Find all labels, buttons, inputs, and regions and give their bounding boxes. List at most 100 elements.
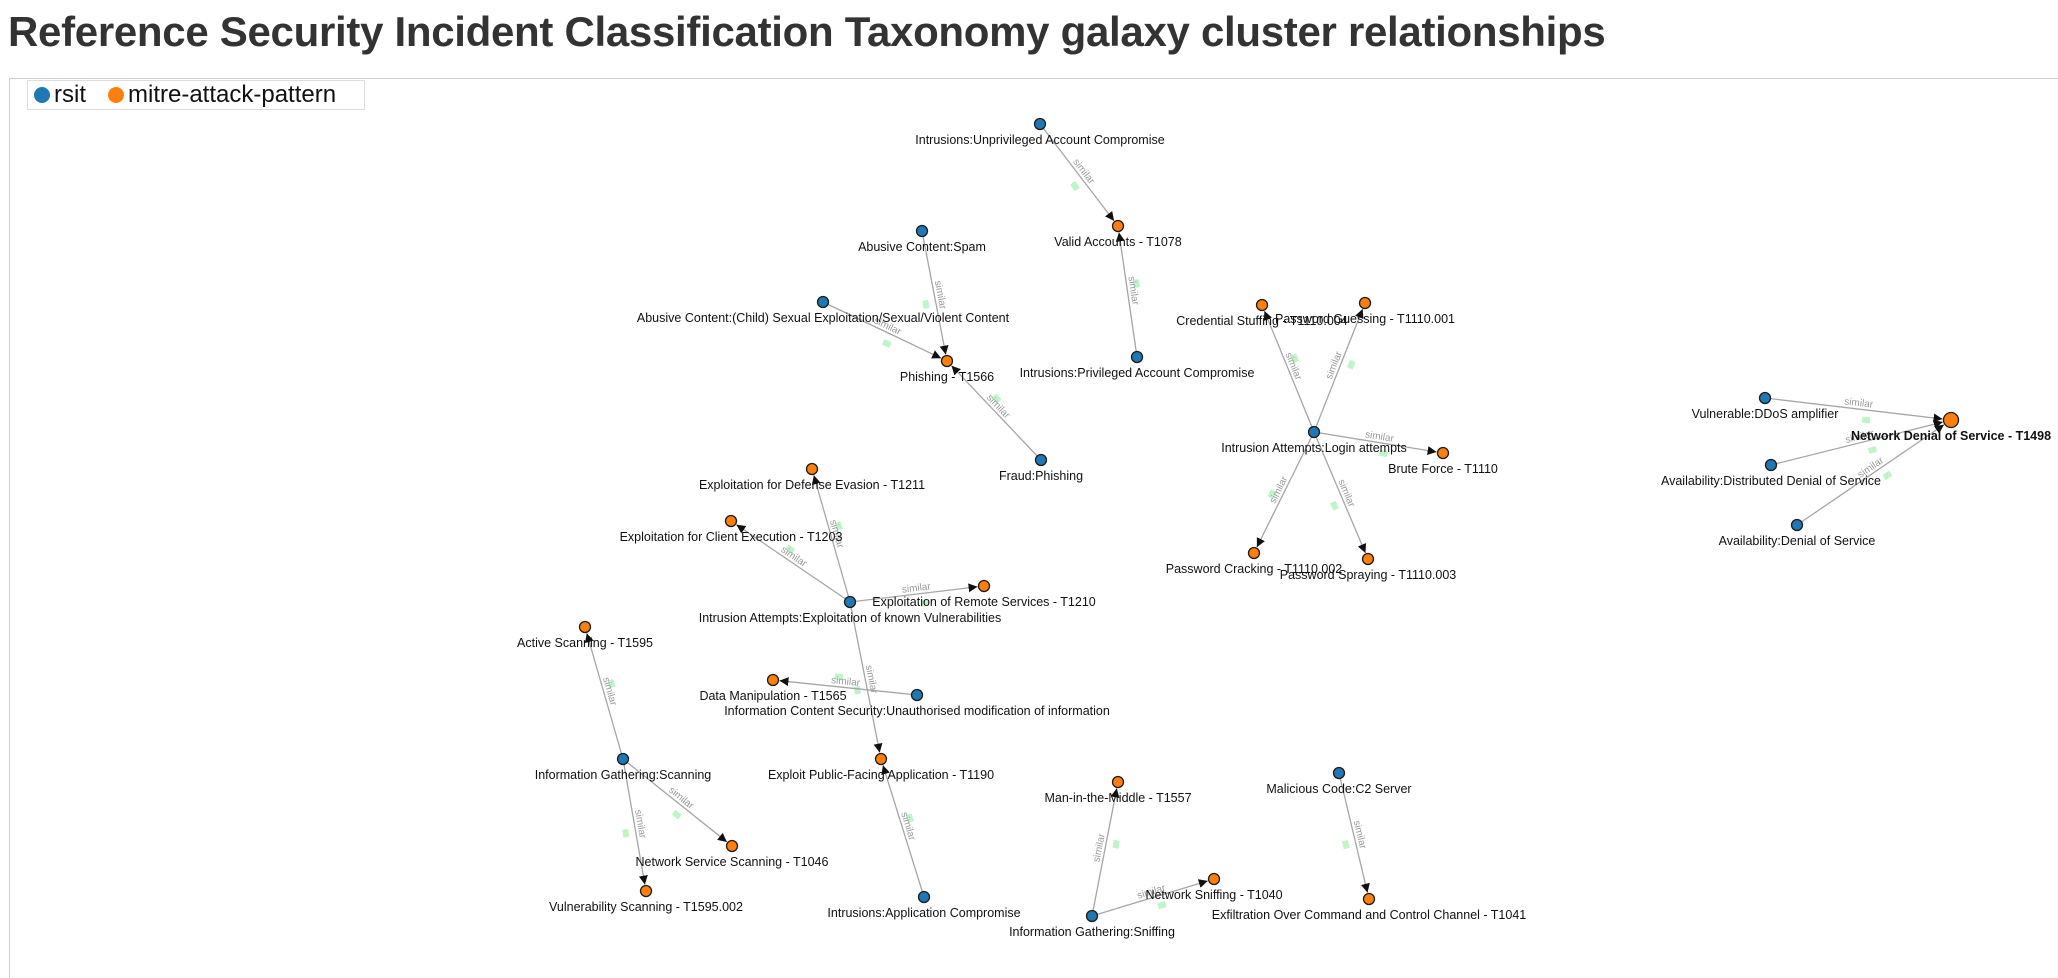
- edge-line: [1796, 424, 1945, 526]
- page-title: Reference Security Incident Classificati…: [8, 8, 1606, 55]
- node-circle-mitre-attack-pattern[interactable]: [1358, 296, 1372, 310]
- graph-node[interactable]: Abusive Content:(Child) Sexual Exploitat…: [637, 295, 1010, 326]
- edge-line: [1115, 232, 1138, 358]
- node-circle-mitre-attack-pattern[interactable]: [766, 673, 780, 687]
- node-circle-mitre-attack-pattern[interactable]: [1207, 872, 1221, 886]
- node-circle-mitre-attack-pattern[interactable]: [639, 884, 653, 898]
- edge-decoration: [853, 685, 861, 695]
- graph-node[interactable]: Exploitation for Defense Evasion - T1211: [699, 462, 925, 493]
- graph-node[interactable]: Network Sniffing - T1040: [1145, 872, 1283, 903]
- graph-node[interactable]: Availability:Distributed Denial of Servi…: [1661, 458, 1881, 489]
- node-label: Network Service Scanning - T1046: [636, 855, 829, 869]
- node-circle-mitre-attack-pattern[interactable]: [1436, 446, 1450, 460]
- node-circle-mitre-attack-pattern[interactable]: [1362, 892, 1376, 906]
- graph-node[interactable]: Intrusions:Privileged Account Compromise: [1020, 350, 1255, 381]
- graph-node[interactable]: Abusive Content:Spam: [858, 224, 986, 255]
- edge-line: [1091, 879, 1208, 917]
- graph-node[interactable]: Information Content Security:Unauthorise…: [724, 688, 1110, 719]
- node-circle-mitre-attack-pattern[interactable]: [1247, 546, 1261, 560]
- edge-decoration: [920, 599, 930, 607]
- node-circle-mitre-attack-pattern[interactable]: [578, 620, 592, 634]
- node-circle-rsit[interactable]: [843, 595, 857, 609]
- node-circle-rsit[interactable]: [1758, 391, 1772, 405]
- node-label: Password Cracking - T1110.002: [1166, 562, 1343, 576]
- edge-label: similar: [632, 809, 648, 840]
- graph-node[interactable]: Intrusion Attempts:Exploitation of known…: [699, 595, 1001, 626]
- edge-decoration: [1290, 353, 1299, 364]
- edge-decoration: [1070, 181, 1080, 192]
- node-circle-mitre-attack-pattern[interactable]: [874, 752, 888, 766]
- node-label: Information Gathering:Scanning: [535, 768, 712, 782]
- edge-label: similar: [1844, 396, 1875, 410]
- node-circle-rsit[interactable]: [1764, 458, 1778, 472]
- graph-node[interactable]: Intrusions:Unprivileged Account Compromi…: [915, 117, 1165, 148]
- graph-node[interactable]: Information Gathering:Sniffing: [1009, 909, 1175, 940]
- node-circle-rsit[interactable]: [1130, 350, 1144, 364]
- node-label: Exploitation for Defense Evasion - T1211: [699, 478, 925, 492]
- graph-node[interactable]: Credential Stuffing - T1110.004: [1176, 298, 1348, 329]
- graph-node[interactable]: Exploitation of Remote Services - T1210: [872, 579, 1096, 610]
- graph-node[interactable]: Intrusion Attempts:Login attempts: [1221, 425, 1407, 456]
- node-circle-mitre-attack-pattern[interactable]: [725, 839, 739, 853]
- graph-node[interactable]: Network Service Scanning - T1046: [636, 839, 829, 870]
- node-circle-rsit[interactable]: [917, 890, 931, 904]
- node-circle-rsit[interactable]: [1085, 909, 1099, 923]
- graph-node[interactable]: Brute Force - T1110: [1388, 446, 1498, 477]
- node-circle-mitre-attack-pattern[interactable]: [1111, 219, 1125, 233]
- node-circle-mitre-attack-pattern[interactable]: [1942, 411, 1960, 429]
- graph-node[interactable]: Password Spraying - T1110.003: [1280, 552, 1457, 583]
- node-circle-mitre-attack-pattern[interactable]: [1111, 775, 1125, 789]
- graph-node[interactable]: Intrusions:Application Compromise: [827, 890, 1021, 921]
- node-circle-rsit[interactable]: [915, 224, 929, 238]
- node-circle-mitre-attack-pattern[interactable]: [805, 462, 819, 476]
- edge-n10-n11: similar: [1313, 429, 1437, 458]
- node-circle-mitre-attack-pattern[interactable]: [1255, 298, 1269, 312]
- node-label: Availability:Distributed Denial of Servi…: [1661, 474, 1881, 488]
- edge-line: [1313, 308, 1364, 433]
- edge-label: similar: [1125, 276, 1140, 307]
- graph-node[interactable]: Malicious Code:C2 Server: [1266, 766, 1412, 797]
- edge-decoration: [1157, 901, 1167, 910]
- graph-node[interactable]: Man-in-the-Middle - T1557: [1044, 775, 1192, 806]
- graph-node[interactable]: Phishing - T1566: [900, 354, 994, 385]
- node-label: Information Gathering:Sniffing: [1009, 925, 1175, 939]
- node-circle-rsit[interactable]: [616, 752, 630, 766]
- node-circle-rsit[interactable]: [1034, 453, 1048, 467]
- graph-node[interactable]: Data Manipulation - T1565: [699, 673, 847, 704]
- legend-item-mitre-attack-pattern: mitre-attack-pattern: [108, 83, 336, 107]
- node-label: Credential Stuffing - T1110.004: [1176, 314, 1347, 328]
- graph-node[interactable]: Active Scanning - T1595: [517, 620, 653, 651]
- graph-node[interactable]: Vulnerability Scanning - T1595.002: [549, 884, 743, 915]
- node-circle-rsit[interactable]: [816, 295, 830, 309]
- node-circle-mitre-attack-pattern[interactable]: [977, 579, 991, 593]
- node-circle-rsit[interactable]: [910, 688, 924, 702]
- node-circle-rsit[interactable]: [1332, 766, 1346, 780]
- graph-node[interactable]: Network Denial of Service - T1498: [1851, 411, 2051, 444]
- graph-node[interactable]: Password Guessing - T1110.001: [1275, 296, 1455, 327]
- graph-node[interactable]: Exfiltration Over Command and Control Ch…: [1212, 892, 1527, 923]
- node-circle-mitre-attack-pattern[interactable]: [1361, 552, 1375, 566]
- node-circle-rsit[interactable]: [1307, 425, 1321, 439]
- graph-node[interactable]: Password Cracking - T1110.002: [1166, 546, 1343, 577]
- node-circle-rsit[interactable]: [1033, 117, 1047, 131]
- graph-node[interactable]: Vulnerable:DDoS amplifier: [1692, 391, 1839, 422]
- edge-decoration: [671, 809, 682, 820]
- edge-line: [622, 758, 728, 843]
- node-circle-rsit[interactable]: [1790, 518, 1804, 532]
- node-label: Active Scanning - T1595: [517, 636, 653, 650]
- edge-decoration: [882, 339, 892, 348]
- edge-label: similar: [600, 676, 619, 707]
- graph-node[interactable]: Valid Accounts - T1078: [1054, 219, 1182, 250]
- node-circle-mitre-attack-pattern[interactable]: [940, 354, 954, 368]
- graph-node[interactable]: Exploitation for Client Execution - T120…: [620, 514, 843, 545]
- graph-node[interactable]: Availability:Denial of Service: [1719, 518, 1876, 549]
- node-label: Intrusion Attempts:Exploitation of known…: [699, 611, 1001, 625]
- node-label: Abusive Content:(Child) Sexual Exploitat…: [637, 311, 1010, 325]
- node-label: Vulnerability Scanning - T1595.002: [549, 900, 743, 914]
- graph-node[interactable]: Fraud:Phishing: [999, 453, 1083, 484]
- edge-decoration: [1330, 500, 1339, 511]
- node-circle-mitre-attack-pattern[interactable]: [724, 514, 738, 528]
- graph-node[interactable]: Exploit Public-Facing Application - T119…: [768, 752, 994, 783]
- graph-node[interactable]: Information Gathering:Scanning: [535, 752, 712, 783]
